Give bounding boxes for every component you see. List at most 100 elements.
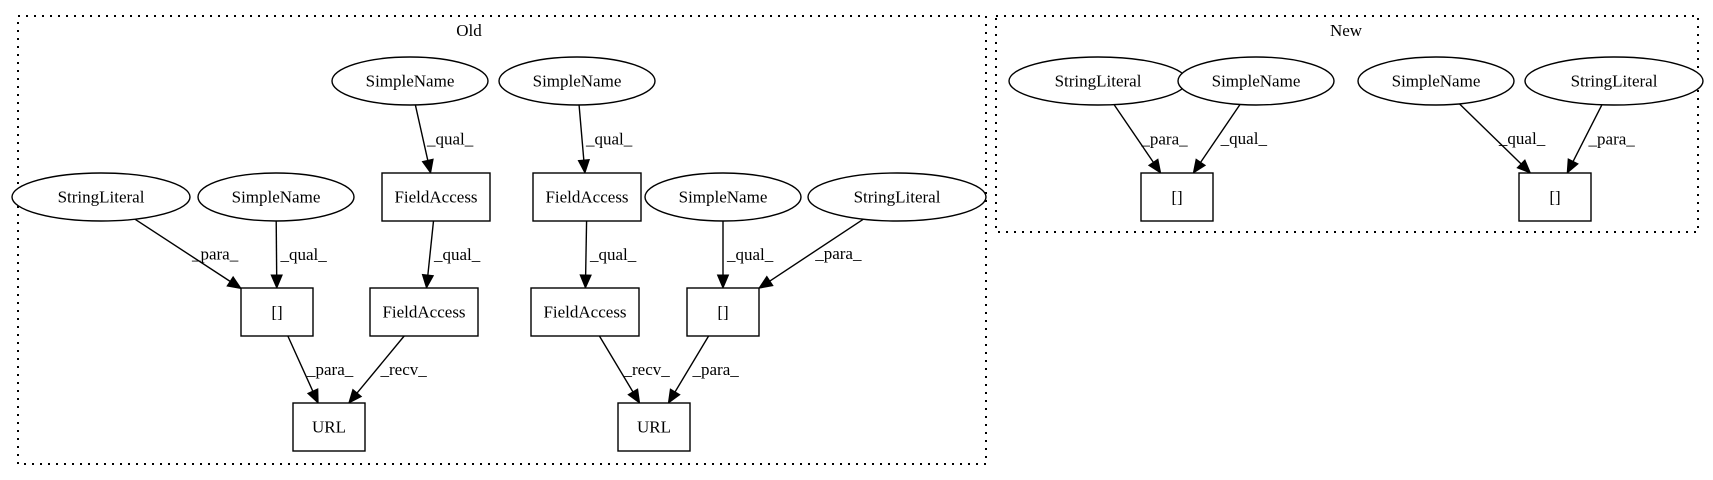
edge-line (1113, 104, 1154, 163)
edge-line (578, 104, 585, 161)
node-ellipse (498, 56, 656, 106)
node-ellipse (1357, 56, 1515, 106)
edge-label: _recv_ (380, 360, 428, 379)
edge-label: _qual_ (433, 245, 481, 264)
edge-label: _para_ (1140, 129, 1188, 148)
node-n_sl1: StringLiteral (1008, 56, 1188, 106)
node-n_idx1: [] (1140, 172, 1214, 222)
node-label: SimpleName (679, 188, 768, 207)
edge-line (1458, 103, 1522, 165)
edge: _para_ (757, 218, 864, 289)
node-label: StringLiteral (854, 188, 941, 207)
edges-layer: _qual_ _qual_ _qual_ _qual_ _para_ _qual_ _qua… (134, 103, 1636, 405)
node-o_idx2: [] (686, 287, 760, 337)
node-n_sl2: StringLiteral (1524, 56, 1704, 106)
node-o_sn3: SimpleName (197, 172, 355, 222)
edge-arrowhead (226, 275, 243, 290)
cluster-new-label: New (1330, 21, 1363, 40)
node-box (686, 287, 760, 337)
node-label: StringLiteral (1571, 72, 1658, 91)
node-label: SimpleName (232, 188, 321, 207)
node-label: [] (717, 303, 728, 322)
node-box (530, 287, 640, 337)
node-ellipse (11, 172, 191, 222)
edge-line (356, 335, 405, 394)
node-box (1518, 172, 1592, 222)
cluster-new: New (995, 15, 1699, 233)
node-label: SimpleName (533, 72, 622, 91)
edge: _recv_ (598, 335, 670, 405)
node-label: URL (312, 418, 346, 437)
node-ellipse (331, 56, 489, 106)
cluster-old-label: Old (456, 21, 482, 40)
edge-arrowhead (577, 159, 591, 175)
edge-label: _qual_ (426, 129, 474, 148)
edge-label: _para_ (814, 244, 862, 263)
node-o_sn4: SimpleName (644, 172, 802, 222)
edge-line (769, 218, 864, 282)
edge-arrowhead (270, 274, 283, 290)
edge-label: _qual_ (1220, 129, 1268, 148)
edge: _qual_ (716, 221, 774, 290)
cluster-new-frame (995, 15, 1699, 233)
edge-arrowhead (757, 275, 774, 289)
node-box (240, 287, 314, 337)
node-box (1140, 172, 1214, 222)
edge: _recv_ (348, 335, 428, 404)
edge-label: _para_ (1588, 129, 1636, 148)
node-label: SimpleName (1392, 72, 1481, 91)
edge-arrowhead (579, 274, 592, 290)
edge: _qual_ (1458, 103, 1546, 174)
edge: _para_ (1566, 104, 1636, 175)
node-label: SimpleName (366, 72, 455, 91)
node-ellipse (1524, 56, 1704, 106)
node-label: StringLiteral (1055, 72, 1142, 91)
node-o_url2: URL (617, 402, 691, 452)
edge-arrowhead (1516, 159, 1532, 174)
edge-line (427, 220, 435, 276)
node-o_fa4: FieldAccess (530, 287, 640, 337)
node-label: FieldAccess (382, 303, 465, 322)
edge-line (674, 335, 710, 393)
node-label: FieldAccess (394, 188, 477, 207)
node-label: SimpleName (1212, 72, 1301, 91)
edge: _para_ (287, 335, 354, 405)
edge-line (1200, 104, 1241, 163)
cluster-old: Old (17, 15, 987, 465)
edge: _qual_ (421, 220, 481, 290)
node-o_sl2: StringLiteral (807, 172, 987, 222)
node-o_url1: URL (292, 402, 366, 452)
edge-line (287, 335, 314, 392)
edge-arrowhead (1566, 158, 1579, 175)
node-o_sn1: SimpleName (331, 56, 489, 106)
node-n_sn1: SimpleName (1177, 56, 1335, 106)
edge-label: _qual_ (280, 245, 328, 264)
edge: _qual_ (577, 104, 633, 175)
edge-line (1572, 104, 1603, 162)
edge-label: _para_ (191, 244, 239, 263)
node-o_fa3: FieldAccess (369, 287, 479, 337)
node-o_sn2: SimpleName (498, 56, 656, 106)
edge: _para_ (134, 218, 243, 290)
node-label: [] (271, 303, 282, 322)
node-label: FieldAccess (543, 303, 626, 322)
node-n_sn2: SimpleName (1357, 56, 1515, 106)
edge-arrowhead (421, 158, 434, 175)
edge-label: _qual_ (726, 245, 774, 264)
edge-line (584, 220, 588, 276)
edge: _qual_ (579, 220, 637, 290)
node-label: FieldAccess (545, 188, 628, 207)
node-o_idx1: [] (240, 287, 314, 337)
edge: _qual_ (270, 220, 328, 290)
edge-arrowhead (667, 388, 681, 405)
node-box (292, 402, 366, 452)
edge: _qual_ (1192, 104, 1268, 175)
node-box (617, 402, 691, 452)
node-ellipse (1177, 56, 1335, 106)
node-ellipse (197, 172, 355, 222)
edge-arrowhead (348, 388, 363, 404)
node-n_idx2: [] (1518, 172, 1592, 222)
edge-label: _para_ (692, 360, 740, 379)
